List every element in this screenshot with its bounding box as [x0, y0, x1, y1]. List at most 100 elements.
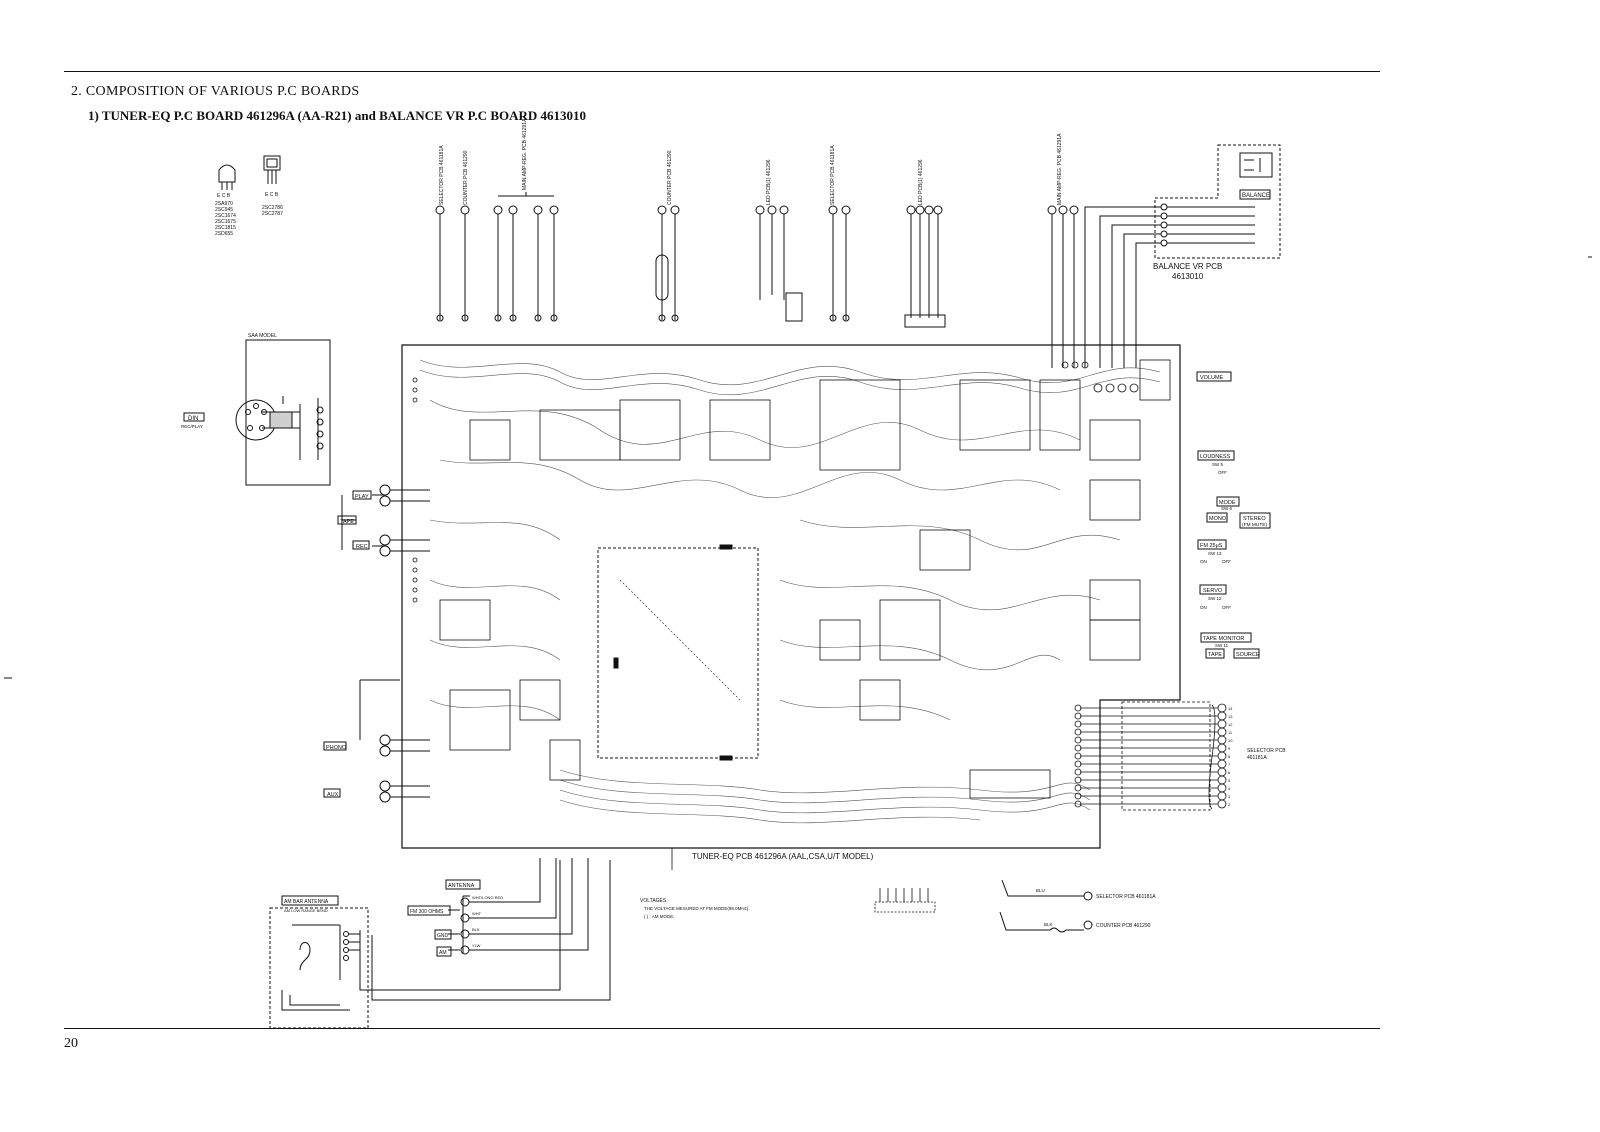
- stereo-label: STEREO: [1243, 516, 1266, 522]
- selector-pcb-connector-label: SELECTOR PCB 461181A: [1096, 894, 1156, 900]
- mode-switch: SW 6: [1221, 506, 1232, 511]
- mode-label-box: [1216, 496, 1240, 507]
- balance-label: BALANCE: [1242, 193, 1270, 199]
- voltages-title: VOLTAGES: [640, 898, 667, 904]
- bottom-rule: [64, 1028, 1380, 1029]
- rec-jack-label: REC: [356, 544, 368, 550]
- balance-button: [1239, 189, 1271, 200]
- fm-label: FM 25μS: [1200, 543, 1223, 549]
- wire-color: YLW: [472, 943, 481, 948]
- balance-board-number: 4613010: [1172, 272, 1204, 281]
- mono-label: MONO: [1209, 516, 1227, 522]
- din-inset: [235, 339, 331, 486]
- connector-label-main-amp: MAIN AMP-REG. PCB 461291A: [522, 118, 528, 190]
- transistor-type: 2SA970: [215, 201, 233, 207]
- mode-label: MODE: [1219, 500, 1236, 506]
- connector-label-counter: COUNTER PCB 461290: [667, 150, 673, 205]
- selector-pcb-number: 461181A: [1247, 755, 1267, 761]
- transistor-icon: [218, 164, 236, 190]
- loudness-switch: SW 5: [1212, 462, 1223, 467]
- tape-label: TAPE: [1208, 652, 1222, 658]
- rec-jack-label-box: [352, 540, 370, 550]
- am-bar-antenna-sub: AM LOW RANGE BEND: [284, 908, 328, 913]
- wire-color: WHT: [472, 911, 482, 916]
- phono-jack-label-box: [323, 741, 347, 751]
- selector-pin: 9: [1228, 746, 1231, 751]
- transistor-type: 2SC1674: [215, 213, 236, 219]
- din-jack: [183, 412, 205, 422]
- servo-on: ON: [1200, 605, 1207, 610]
- volume-label: VOLUME: [1200, 375, 1224, 381]
- selector-pin: 5: [1228, 778, 1231, 783]
- connector-label-main-amp: MAIN AMP-REG. PCB 461291A: [1057, 133, 1063, 205]
- loudness-off: OFF: [1218, 470, 1227, 475]
- fm-label-box: [1197, 539, 1227, 550]
- wire-color-blk: BLK: [1044, 922, 1053, 927]
- selector-pin: 4: [1228, 786, 1231, 791]
- play-jack-label: PLAY: [355, 494, 369, 500]
- connector-label-led: LED PCB(1) 461296: [766, 159, 772, 205]
- board-caption: TUNER-EQ PCB 461296A (AAL,CSA,U/T MODEL): [692, 852, 874, 861]
- selector-pin: 12: [1228, 722, 1233, 727]
- servo-switch: SW 12: [1208, 596, 1222, 601]
- tuner-eq-board: [401, 344, 1181, 849]
- balance-board-name: BALANCE VR PCB: [1153, 262, 1222, 271]
- servo-label-box: [1199, 584, 1227, 595]
- source-label-box: [1233, 648, 1260, 659]
- tape-monitor-label: TAPE MONITOR: [1203, 636, 1244, 642]
- connector-label-counter: COUNTER PCB 461290: [463, 150, 469, 205]
- fm-switch: SW 13: [1208, 551, 1222, 556]
- connector-label-selector: SELECTOR PCB 461181A: [830, 145, 836, 205]
- top-rule: [64, 71, 1380, 72]
- din-sub-label: REC/PLAY: [181, 424, 203, 429]
- selector-pin: 6: [1228, 770, 1231, 775]
- tape-jack-label: TAPE: [340, 519, 354, 525]
- selector-pcb-name: SELECTOR PCB: [1247, 748, 1286, 754]
- aux-jack-label: AUX: [327, 792, 339, 798]
- selector-pin: 13: [1228, 714, 1233, 719]
- gnd-label: GND: [437, 933, 449, 939]
- voltages-note-2: ( ) : AM MODE.: [644, 914, 675, 919]
- saa-model-label: SAA MODEL: [248, 333, 277, 339]
- tape-jack-label-box: [337, 515, 357, 525]
- connector-label-led: LED PCB(1) 461296: [918, 159, 924, 205]
- phono-jack-label: PHONO: [326, 745, 347, 751]
- wire-color: BLK: [472, 927, 480, 932]
- selector-pin: 14: [1228, 706, 1233, 711]
- transistor-type: 2SC1675: [215, 219, 236, 225]
- aux-jack-label-box: [323, 788, 341, 798]
- pinout-label-2: E C B: [265, 192, 279, 198]
- left-jack-wiring: [341, 484, 430, 803]
- servo-off: OFF: [1222, 605, 1231, 610]
- tape-label-box: [1205, 648, 1225, 659]
- play-jack-label-box: [352, 490, 372, 500]
- selector-pin: 7: [1228, 762, 1231, 767]
- source-label: SOURCE: [1236, 652, 1260, 658]
- selector-pin: 11: [1228, 730, 1233, 735]
- selector-pin: 2: [1228, 802, 1231, 807]
- antenna-title: ANTENNA: [448, 883, 475, 889]
- transistor-type: 2SC945: [215, 207, 233, 213]
- antenna-title-box: [445, 879, 481, 890]
- am-box: [436, 946, 452, 957]
- selector-pin: 8: [1228, 754, 1231, 759]
- connector-label-selector: SELECTOR PCB 461181A: [439, 145, 445, 205]
- balance-vr-pcb: [1084, 144, 1281, 368]
- selector-connector-block: [1074, 701, 1218, 811]
- tape-monitor-label-box: [1200, 632, 1252, 643]
- fm-300-ohms-label: FM 300 OHMS: [410, 909, 444, 915]
- wire-color-blu: BLU: [1036, 888, 1045, 893]
- loudness-label: LOUDNESS: [1200, 454, 1231, 460]
- servo-label: SERVO: [1203, 588, 1223, 594]
- stereo-fm-mute-label: (FM MUTE): [1242, 522, 1267, 528]
- mono-label-box: [1206, 512, 1228, 523]
- transistor-type: 2SD655: [215, 231, 233, 237]
- fm-off: OFF: [1222, 559, 1231, 564]
- fm-on: ON: [1200, 559, 1207, 564]
- fm-300-ohms-box: [407, 905, 451, 916]
- section-title: 2. COMPOSITION OF VARIOUS P.C BOARDS: [71, 84, 360, 99]
- top-connectors: [435, 192, 1079, 368]
- volume-label-box: [1196, 371, 1232, 382]
- transistor-type: 2SC2787: [262, 211, 283, 217]
